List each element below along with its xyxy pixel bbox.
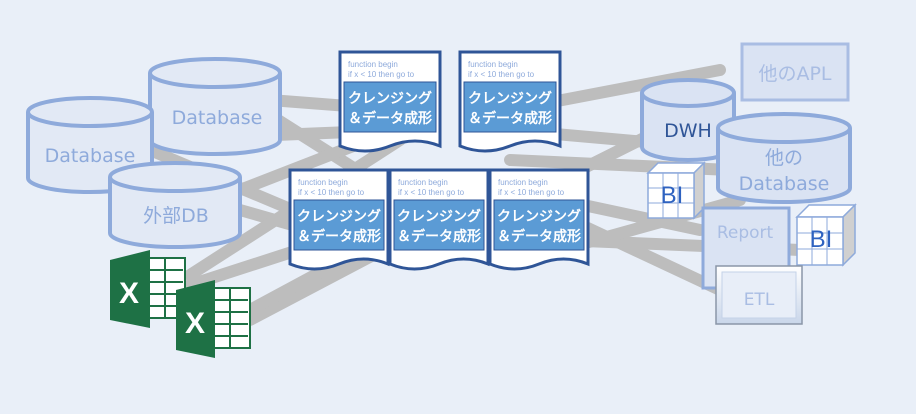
code-text: function begin xyxy=(398,178,448,187)
external-db-cylinder: 外部DB xyxy=(108,161,242,249)
code-text: if x < 10 then go to xyxy=(298,188,365,197)
dwh-cylinder: DWH xyxy=(640,78,736,162)
cleansing-document: function begin if x < 10 then go to クレンジ… xyxy=(338,50,442,153)
bi-label: BI xyxy=(661,182,684,209)
dwh-label: DWH xyxy=(664,120,712,142)
code-text: function begin xyxy=(348,60,398,69)
external-db-label: 外部DB xyxy=(143,205,209,227)
excel-icon: X xyxy=(176,280,251,358)
database-label: Database xyxy=(45,145,136,167)
code-text: function begin xyxy=(298,178,348,187)
doc-label: ＆データ成形 xyxy=(397,228,481,244)
etl-label: ETL xyxy=(744,290,775,310)
cleansing-document: function begin if x < 10 then go to クレンジ… xyxy=(388,168,490,271)
cleansing-document: function begin if x < 10 then go to クレンジ… xyxy=(288,168,390,271)
code-text: if x < 10 then go to xyxy=(348,70,415,79)
other-apl-box: 他のAPL xyxy=(740,42,850,102)
code-text: if x < 10 then go to xyxy=(498,188,565,197)
doc-label: クレンジング xyxy=(397,208,481,224)
other-apl-label: 他のAPL xyxy=(758,63,831,85)
bi-label: BI xyxy=(810,226,833,253)
other-database-cylinder: 他の Database xyxy=(716,112,852,204)
doc-label: ＆データ成形 xyxy=(497,228,581,244)
excel-icon: X xyxy=(110,250,186,328)
doc-label: ＆データ成形 xyxy=(468,110,552,126)
etl-button: ETL xyxy=(715,265,803,325)
code-text: if x < 10 then go to xyxy=(398,188,465,197)
doc-label: クレンジング xyxy=(497,208,581,224)
bi-cube-icon: BI xyxy=(795,203,857,267)
excel-x-label: X xyxy=(185,307,205,340)
bi-cube-icon: BI xyxy=(646,161,706,220)
cleansing-document: function begin if x < 10 then go to クレンジ… xyxy=(488,168,590,271)
database-label: Database xyxy=(172,107,263,129)
code-text: function begin xyxy=(498,178,548,187)
cleansing-document: function begin if x < 10 then go to クレンジ… xyxy=(458,50,562,153)
code-text: if x < 10 then go to xyxy=(468,70,535,79)
report-label: Report xyxy=(717,223,774,243)
other-db-label: 他の xyxy=(765,147,803,169)
excel-x-label: X xyxy=(119,277,139,310)
doc-label: クレンジング xyxy=(468,90,552,106)
doc-label: ＆データ成形 xyxy=(348,110,432,126)
doc-label: クレンジング xyxy=(348,90,432,106)
code-text: function begin xyxy=(468,60,518,69)
other-db-label: Database xyxy=(739,173,830,195)
database-cylinder-back: Database xyxy=(148,57,282,156)
doc-label: ＆データ成形 xyxy=(297,228,381,244)
doc-label: クレンジング xyxy=(297,208,381,224)
